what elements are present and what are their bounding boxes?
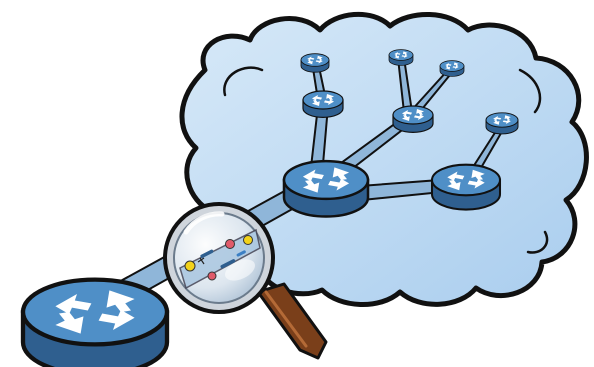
packet-dot-icon: [208, 272, 216, 280]
packet-dot-icon: [244, 236, 253, 245]
router-icon: [303, 91, 343, 117]
router-icon: [284, 161, 368, 216]
router-icon: [432, 165, 500, 210]
router-icon: [393, 106, 433, 132]
router-icon: [23, 280, 167, 367]
router-icon: [301, 54, 329, 72]
router-icon: [440, 61, 464, 77]
router-icon: [389, 50, 413, 66]
packet-dot-icon: [185, 261, 195, 271]
router-icon: [486, 113, 518, 134]
packet-dot-icon: [226, 240, 235, 249]
